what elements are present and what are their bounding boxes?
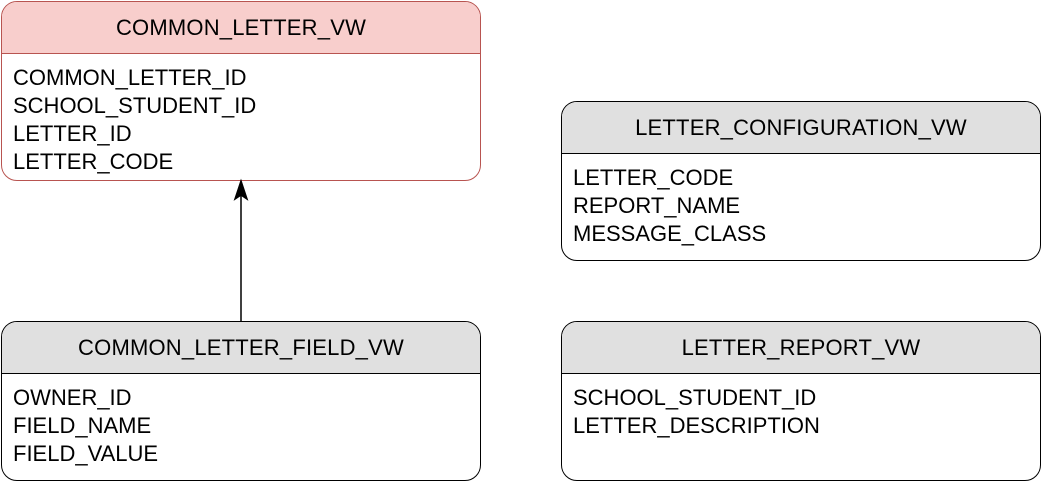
entity-letter-report-vw[interactable]: LETTER_REPORT_VW SCHOOL_STUDENT_ID LETTE… <box>561 321 1041 481</box>
entity-header: LETTER_REPORT_VW <box>562 322 1040 374</box>
entity-field: SCHOOL_STUDENT_ID <box>573 385 817 410</box>
entity-header: COMMON_LETTER_FIELD_VW <box>2 322 480 374</box>
entity-field: COMMON_LETTER_ID <box>13 65 247 90</box>
entity-common-letter-field-vw[interactable]: COMMON_LETTER_FIELD_VW OWNER_ID FIELD_NA… <box>1 321 481 481</box>
entity-letter-configuration-vw[interactable]: LETTER_CONFIGURATION_VW LETTER_CODE REPO… <box>561 101 1041 261</box>
entity-field-list: OWNER_ID FIELD_NAME FIELD_VALUE <box>2 374 480 468</box>
entity-header: LETTER_CONFIGURATION_VW <box>562 102 1040 154</box>
entity-header: COMMON_LETTER_VW <box>2 2 480 54</box>
entity-title: COMMON_LETTER_FIELD_VW <box>78 334 404 360</box>
entity-field-list: LETTER_CODE REPORT_NAME MESSAGE_CLASS <box>562 154 1040 248</box>
entity-common-letter-vw[interactable]: COMMON_LETTER_VW COMMON_LETTER_ID SCHOOL… <box>1 1 481 181</box>
entity-field: FIELD_VALUE <box>13 441 159 466</box>
entity-title: LETTER_CONFIGURATION_VW <box>635 114 967 140</box>
entity-field: OWNER_ID <box>13 385 132 410</box>
entity-field: SCHOOL_STUDENT_ID <box>13 93 257 118</box>
entity-field-list: COMMON_LETTER_ID SCHOOL_STUDENT_ID LETTE… <box>2 54 480 176</box>
entity-field: LETTER_CODE <box>13 149 174 174</box>
entity-field: MESSAGE_CLASS <box>573 221 767 246</box>
entity-field-list: SCHOOL_STUDENT_ID LETTER_DESCRIPTION <box>562 374 1040 440</box>
entity-field: LETTER_CODE <box>573 165 734 190</box>
entity-field: REPORT_NAME <box>573 193 741 218</box>
entity-field: FIELD_NAME <box>13 413 152 438</box>
entity-title: COMMON_LETTER_VW <box>115 14 367 40</box>
relationship-arrowhead <box>233 178 249 201</box>
entity-field: LETTER_DESCRIPTION <box>573 413 820 438</box>
entity-title: LETTER_REPORT_VW <box>681 334 921 360</box>
entity-field: LETTER_ID <box>13 121 132 146</box>
